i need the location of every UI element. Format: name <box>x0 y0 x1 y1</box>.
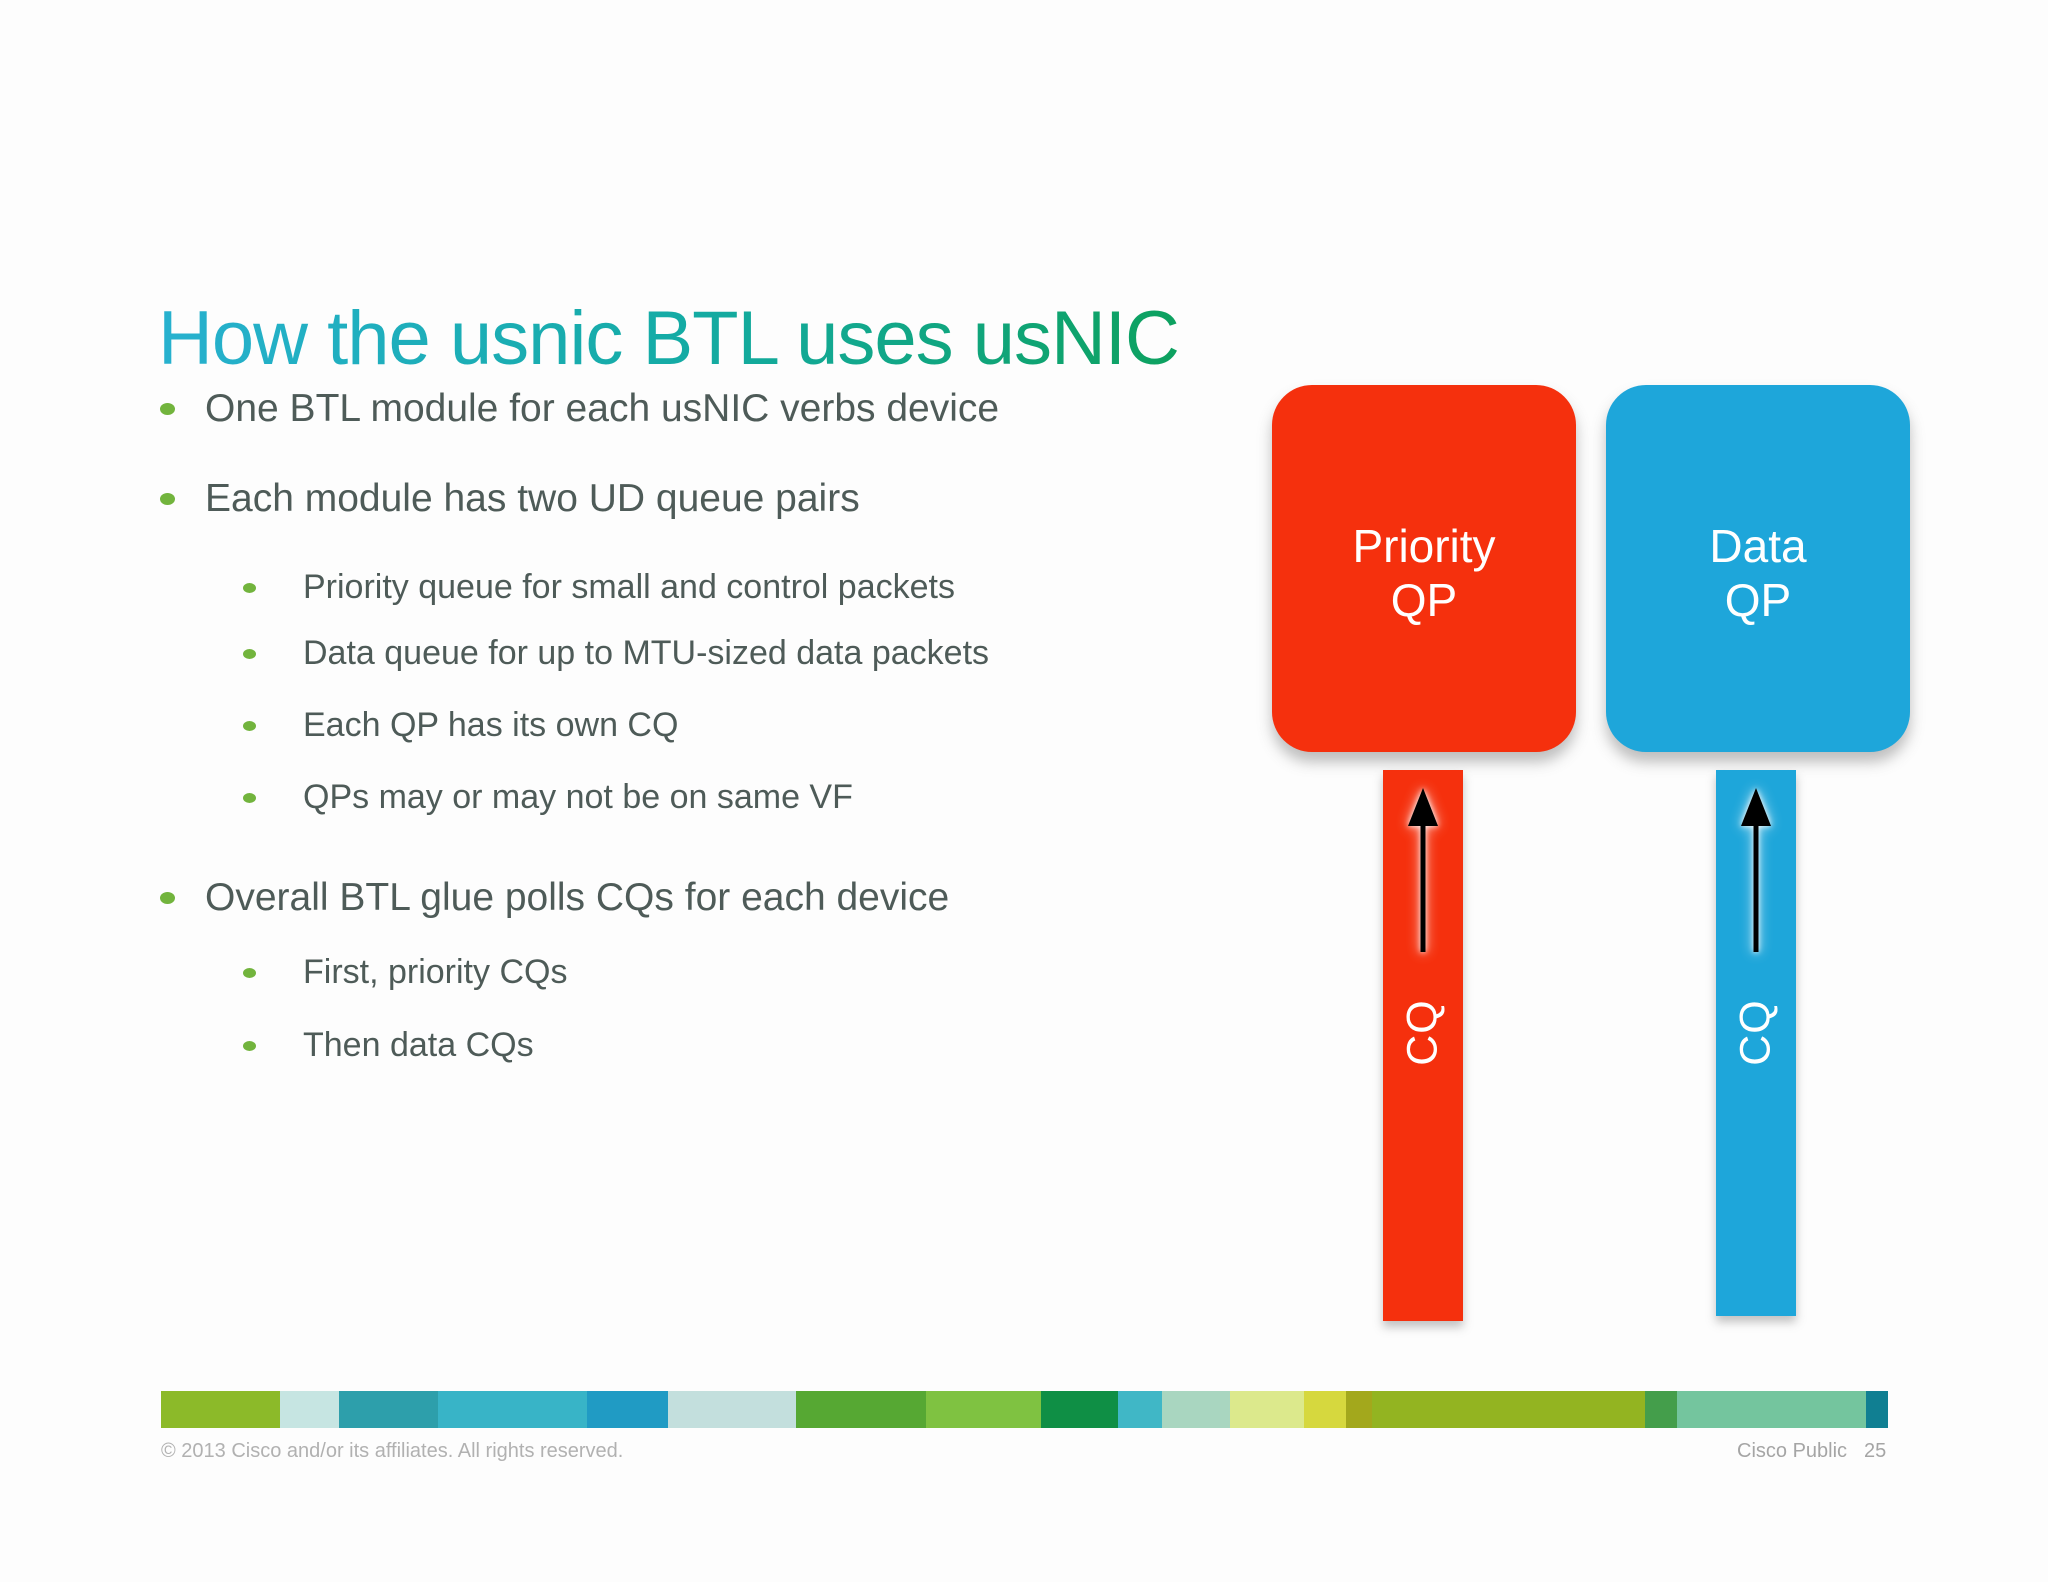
stripe-segment <box>1645 1391 1677 1428</box>
stripe-segment <box>438 1391 587 1428</box>
bullet-dot-icon <box>243 1040 256 1051</box>
stripe-segment <box>796 1391 926 1428</box>
bullet-text: One BTL module for each usNIC verbs devi… <box>205 387 1000 430</box>
stripe-segment <box>280 1391 339 1428</box>
stripe-segment <box>1346 1391 1372 1428</box>
bullet-dot-icon <box>243 967 256 978</box>
footer-classification: Cisco Public <box>1737 1440 1848 1462</box>
stripe-segment <box>1304 1391 1346 1428</box>
bullet-item: Each module has two UD queue pairs <box>160 477 860 521</box>
data-qp-label-line1: Data <box>1709 520 1807 573</box>
bullet-text: First, priority CQs <box>303 953 568 991</box>
footer-color-stripe <box>161 1391 1888 1428</box>
stripe-segment <box>1041 1391 1118 1428</box>
bullet-item: QPs may or may not be on same VF <box>243 778 853 817</box>
data-cq-label: CQ <box>1731 999 1780 1066</box>
up-arrow-icon <box>1741 788 1771 952</box>
bullet-text: Data queue for up to MTU-sized data pack… <box>303 634 990 672</box>
priority-qp-label-line2: QP <box>1390 573 1458 626</box>
bullet-item: One BTL module for each usNIC verbs devi… <box>160 387 999 431</box>
stripe-segment <box>1866 1391 1888 1428</box>
bullet-item: Each QP has its own CQ <box>243 706 678 745</box>
bullet-dot-icon <box>243 648 256 659</box>
stripe-segment <box>1677 1391 1866 1428</box>
stripe-segment <box>1372 1391 1645 1428</box>
footer-copyright: © 2013 Cisco and/or its affiliates. All … <box>161 1440 624 1462</box>
bullet-item: Data queue for up to MTU-sized data pack… <box>243 634 989 673</box>
priority-cq-label: CQ <box>1398 999 1447 1066</box>
bullet-dot-icon <box>160 403 175 415</box>
bullet-text: QPs may or may not be on same VF <box>303 778 853 816</box>
data-qp-box: Data QP <box>1606 385 1910 752</box>
bullet-item: Then data CQs <box>243 1026 534 1065</box>
bullet-text: Priority queue for small and control pac… <box>303 568 955 606</box>
bullet-text: Then data CQs <box>303 1026 534 1064</box>
footer-page-number: 25 <box>1864 1440 1887 1462</box>
bullet-dot-icon <box>243 582 256 593</box>
bullet-text: Overall BTL glue polls CQs for each devi… <box>205 876 950 919</box>
up-arrow-icon <box>1408 788 1438 952</box>
stripe-segment <box>1118 1391 1162 1428</box>
stripe-segment <box>1162 1391 1230 1428</box>
bullet-dot-icon <box>160 892 175 904</box>
data-qp-label-line2: QP <box>1724 573 1792 626</box>
bullet-dot-icon <box>243 792 256 803</box>
priority-cq-bar: CQ <box>1383 770 1463 1321</box>
bullet-item: First, priority CQs <box>243 953 567 992</box>
bullet-text: Each module has two UD queue pairs <box>205 477 860 520</box>
stripe-segment <box>668 1391 796 1428</box>
slide-title: How the usnic BTL uses usNIC <box>158 295 1180 381</box>
priority-qp-label-line1: Priority <box>1352 520 1496 573</box>
data-cq-bar: CQ <box>1716 770 1796 1316</box>
bullet-dot-icon <box>243 720 256 731</box>
priority-qp-box: Priority QP <box>1272 385 1576 752</box>
bullet-item: Priority queue for small and control pac… <box>243 568 955 607</box>
stripe-segment <box>161 1391 280 1428</box>
stripe-segment <box>587 1391 668 1428</box>
bullet-dot-icon <box>160 493 175 505</box>
bullet-item: Overall BTL glue polls CQs for each devi… <box>160 876 949 920</box>
stripe-segment <box>926 1391 1041 1428</box>
bullet-text: Each QP has its own CQ <box>303 706 679 744</box>
stripe-segment <box>339 1391 438 1428</box>
stripe-segment <box>1230 1391 1304 1428</box>
